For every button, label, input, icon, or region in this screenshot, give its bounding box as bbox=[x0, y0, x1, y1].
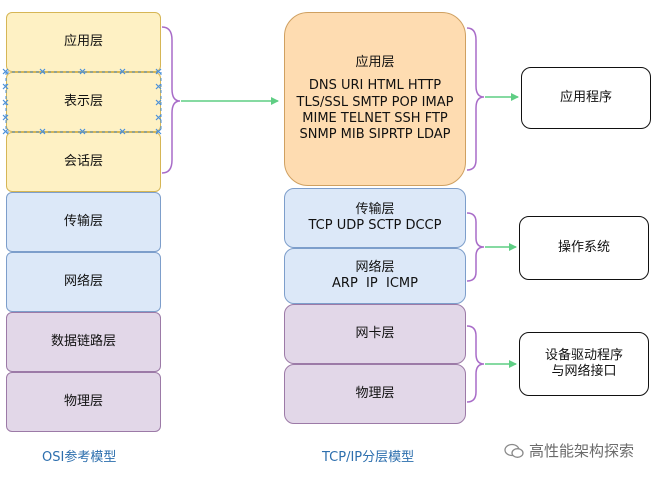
osi-application-label: 应用层 bbox=[63, 34, 103, 50]
device-driver-box[interactable]: 设备驱动程序 与网络接口 bbox=[519, 332, 649, 396]
tcpip-transport-protocols: TCP UDP SCTP DCCP bbox=[308, 218, 442, 233]
osi-session-layer[interactable]: 会话层 bbox=[6, 132, 161, 192]
osi-network-layer[interactable]: 网络层 bbox=[6, 252, 161, 312]
osi-session-label: 会话层 bbox=[63, 154, 103, 170]
watermark-text: 高性能架构探索 bbox=[529, 442, 635, 460]
protocol-line: SNMP MIB SIPRTP LDAP bbox=[299, 127, 451, 143]
device-driver-label-line1: 设备驱动程序 bbox=[544, 348, 623, 364]
osi-physical-label: 物理层 bbox=[63, 394, 103, 410]
osi-application-layer[interactable]: 应用层 bbox=[6, 12, 161, 72]
osi-transport-layer[interactable]: 传输层 bbox=[6, 192, 161, 252]
tcpip-netcard-title: 网卡层 bbox=[355, 326, 395, 342]
selection-handles[interactable] bbox=[2, 68, 162, 135]
tcpip-network-title: 网络层 bbox=[355, 260, 395, 276]
device-driver-label-line2: 与网络接口 bbox=[551, 364, 617, 379]
tcpip-lower-bracket bbox=[466, 325, 485, 403]
tcpip-application-protocols: DNS URI HTML HTTP TLS/SSL SMTP POP IMAP … bbox=[297, 78, 454, 143]
tcpip-caption: TCP/IP分层模型 bbox=[322, 450, 415, 465]
tcpip-transport-layer[interactable]: 传输层 TCP UDP SCTP DCCP bbox=[284, 188, 466, 248]
operating-system-box[interactable]: 操作系统 bbox=[519, 216, 649, 280]
tcpip-application-layer[interactable]: 应用层 DNS URI HTML HTTP TLS/SSL SMTP POP I… bbox=[284, 12, 466, 186]
protocol-line: TLS/SSL SMTP POP IMAP bbox=[296, 94, 454, 110]
selection-outline bbox=[5, 71, 162, 133]
application-program-label: 应用程序 bbox=[559, 90, 612, 106]
osi-caption: OSI参考模型 bbox=[42, 450, 117, 465]
protocol-line: DNS URI HTML HTTP bbox=[308, 78, 442, 94]
protocol-line: MIME TELNET SSH FTP bbox=[302, 110, 448, 126]
tcpip-application-bracket bbox=[466, 27, 485, 171]
tcpip-middle-bracket bbox=[466, 212, 485, 282]
osi-datalink-layer[interactable]: 数据链路层 bbox=[6, 312, 161, 372]
tcpip-transport-title: 传输层 bbox=[355, 202, 395, 218]
tcpip-physical-layer[interactable]: 物理层 bbox=[284, 364, 466, 424]
tcpip-application-title: 应用层 bbox=[355, 54, 395, 70]
tcpip-network-layer[interactable]: 网络层 ARP IP ICMP bbox=[284, 248, 466, 304]
operating-system-label: 操作系统 bbox=[557, 240, 610, 256]
tcpip-physical-title: 物理层 bbox=[355, 386, 395, 402]
tcpip-network-protocols: ARP IP ICMP bbox=[332, 276, 418, 291]
wechat-icon bbox=[504, 443, 524, 458]
osi-network-label: 网络层 bbox=[63, 274, 103, 290]
osi-transport-label: 传输层 bbox=[63, 214, 103, 230]
osi-presentation-label: 表示层 bbox=[63, 94, 103, 110]
osi-upper-bracket bbox=[161, 26, 181, 174]
osi-physical-layer[interactable]: 物理层 bbox=[6, 372, 161, 432]
application-program-box[interactable]: 应用程序 bbox=[521, 67, 651, 129]
watermark: 高性能架构探索 bbox=[504, 440, 634, 461]
tcpip-netcard-layer[interactable]: 网卡层 bbox=[284, 304, 466, 364]
osi-datalink-label: 数据链路层 bbox=[50, 334, 116, 350]
